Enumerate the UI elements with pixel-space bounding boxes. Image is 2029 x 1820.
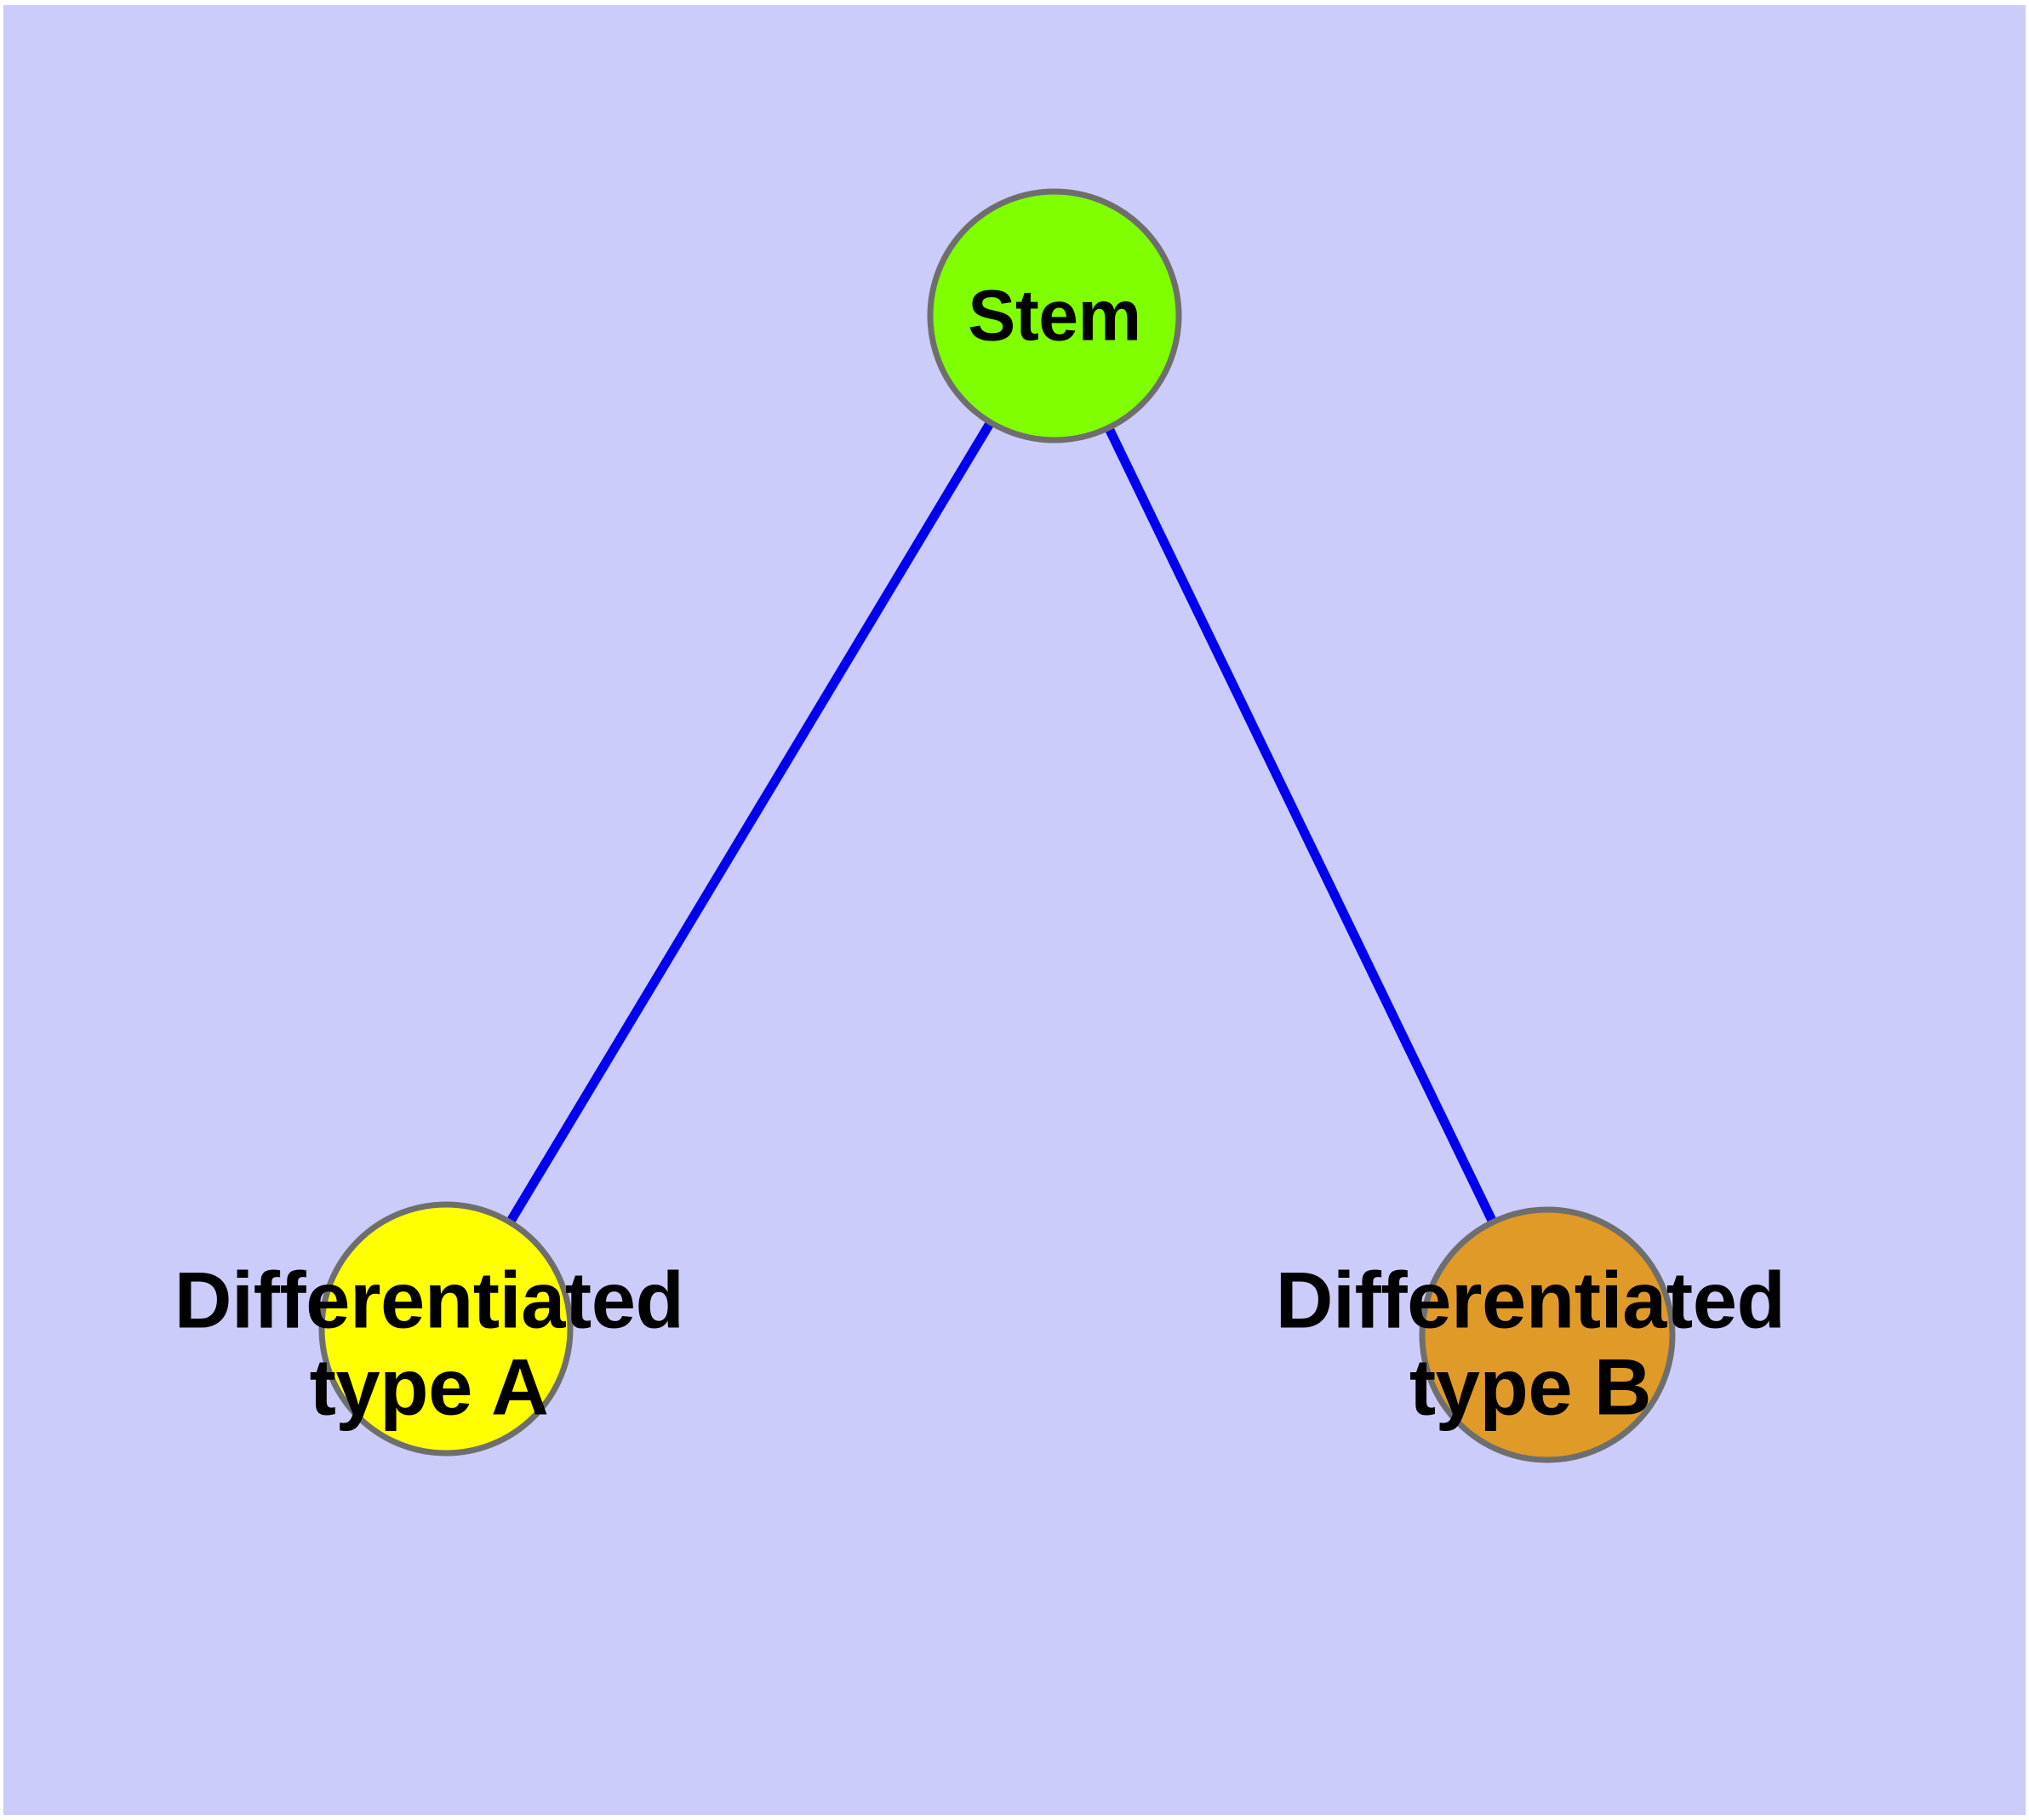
node-diff-b-circle[interactable] (1419, 1206, 1676, 1463)
edge-stem-to-diff-b (1050, 313, 1552, 1337)
edge-layer (442, 313, 1552, 1337)
node-stem-circle[interactable] (927, 188, 1182, 444)
edge-stem-to-diff-a (442, 313, 1059, 1331)
node-layer (318, 188, 1676, 1463)
node-diff-a-circle[interactable] (318, 1201, 574, 1457)
